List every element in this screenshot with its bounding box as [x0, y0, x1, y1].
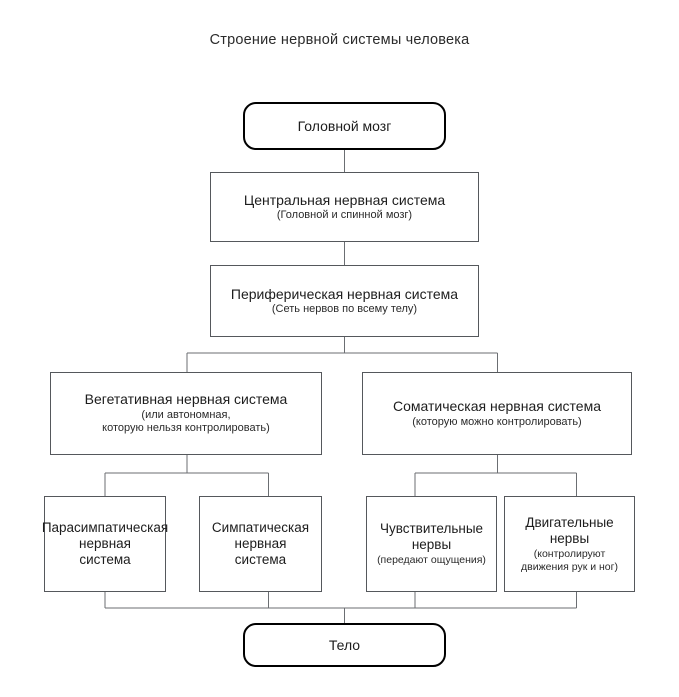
node-pns-headline: Периферическая нервная система [230, 285, 459, 302]
node-autonomic-subtitle: (или автономная, которую нельзя контроли… [102, 408, 270, 435]
node-sensory-nerves: Чувствительные нервы (передают ощущения) [366, 496, 497, 592]
node-motor-nerves: Двигательные нервы (контролируют движени… [504, 496, 635, 592]
node-motor-subtitle: (контролируют движения рук и ног) [521, 548, 618, 573]
page-title: Строение нервной системы человека [209, 32, 470, 48]
node-motor-headline: Двигательные нервы [525, 515, 614, 546]
node-sensory-headline: Чувствительные нервы [379, 521, 484, 553]
node-cns-headline: Центральная нервная система [243, 191, 446, 208]
node-somatic-subtitle: (которую можно контролировать) [412, 415, 582, 428]
node-sympathetic-nervous-system: Симпатическая нервная система [199, 496, 322, 592]
node-body: Тело [243, 623, 446, 667]
node-somatic-headline: Соматическая нервная система [392, 398, 601, 414]
node-parasympathetic-nervous-system: Парасимпатическая нервная система [41, 496, 169, 592]
node-central-nervous-system: Центральная нервная система (Головной и … [210, 172, 479, 242]
node-pns-subtitle: (Сеть нервов по всему телу) [271, 303, 418, 315]
node-cns-subtitle: (Головной и спинной мозг) [276, 209, 413, 221]
node-somatic-nervous-system: Соматическая нервная система (которую мо… [362, 372, 632, 455]
node-body-headline: Тело [328, 636, 361, 653]
node-peripheral-nervous-system: Периферическая нервная система (Сеть нер… [210, 265, 479, 337]
node-parasympathetic-headline: Парасимпатическая нервная система [41, 520, 169, 567]
node-sensory-subtitle: (передают ощущения) [377, 554, 486, 567]
node-sympathetic-headline: Симпатическая нервная система [211, 520, 310, 567]
node-brain: Головной мозг [243, 102, 446, 150]
node-autonomic-nervous-system: Вегетативная нервная система (или автоно… [50, 372, 322, 455]
node-brain-headline: Головной мозг [297, 117, 392, 134]
node-autonomic-headline: Вегетативная нервная система [84, 391, 288, 408]
